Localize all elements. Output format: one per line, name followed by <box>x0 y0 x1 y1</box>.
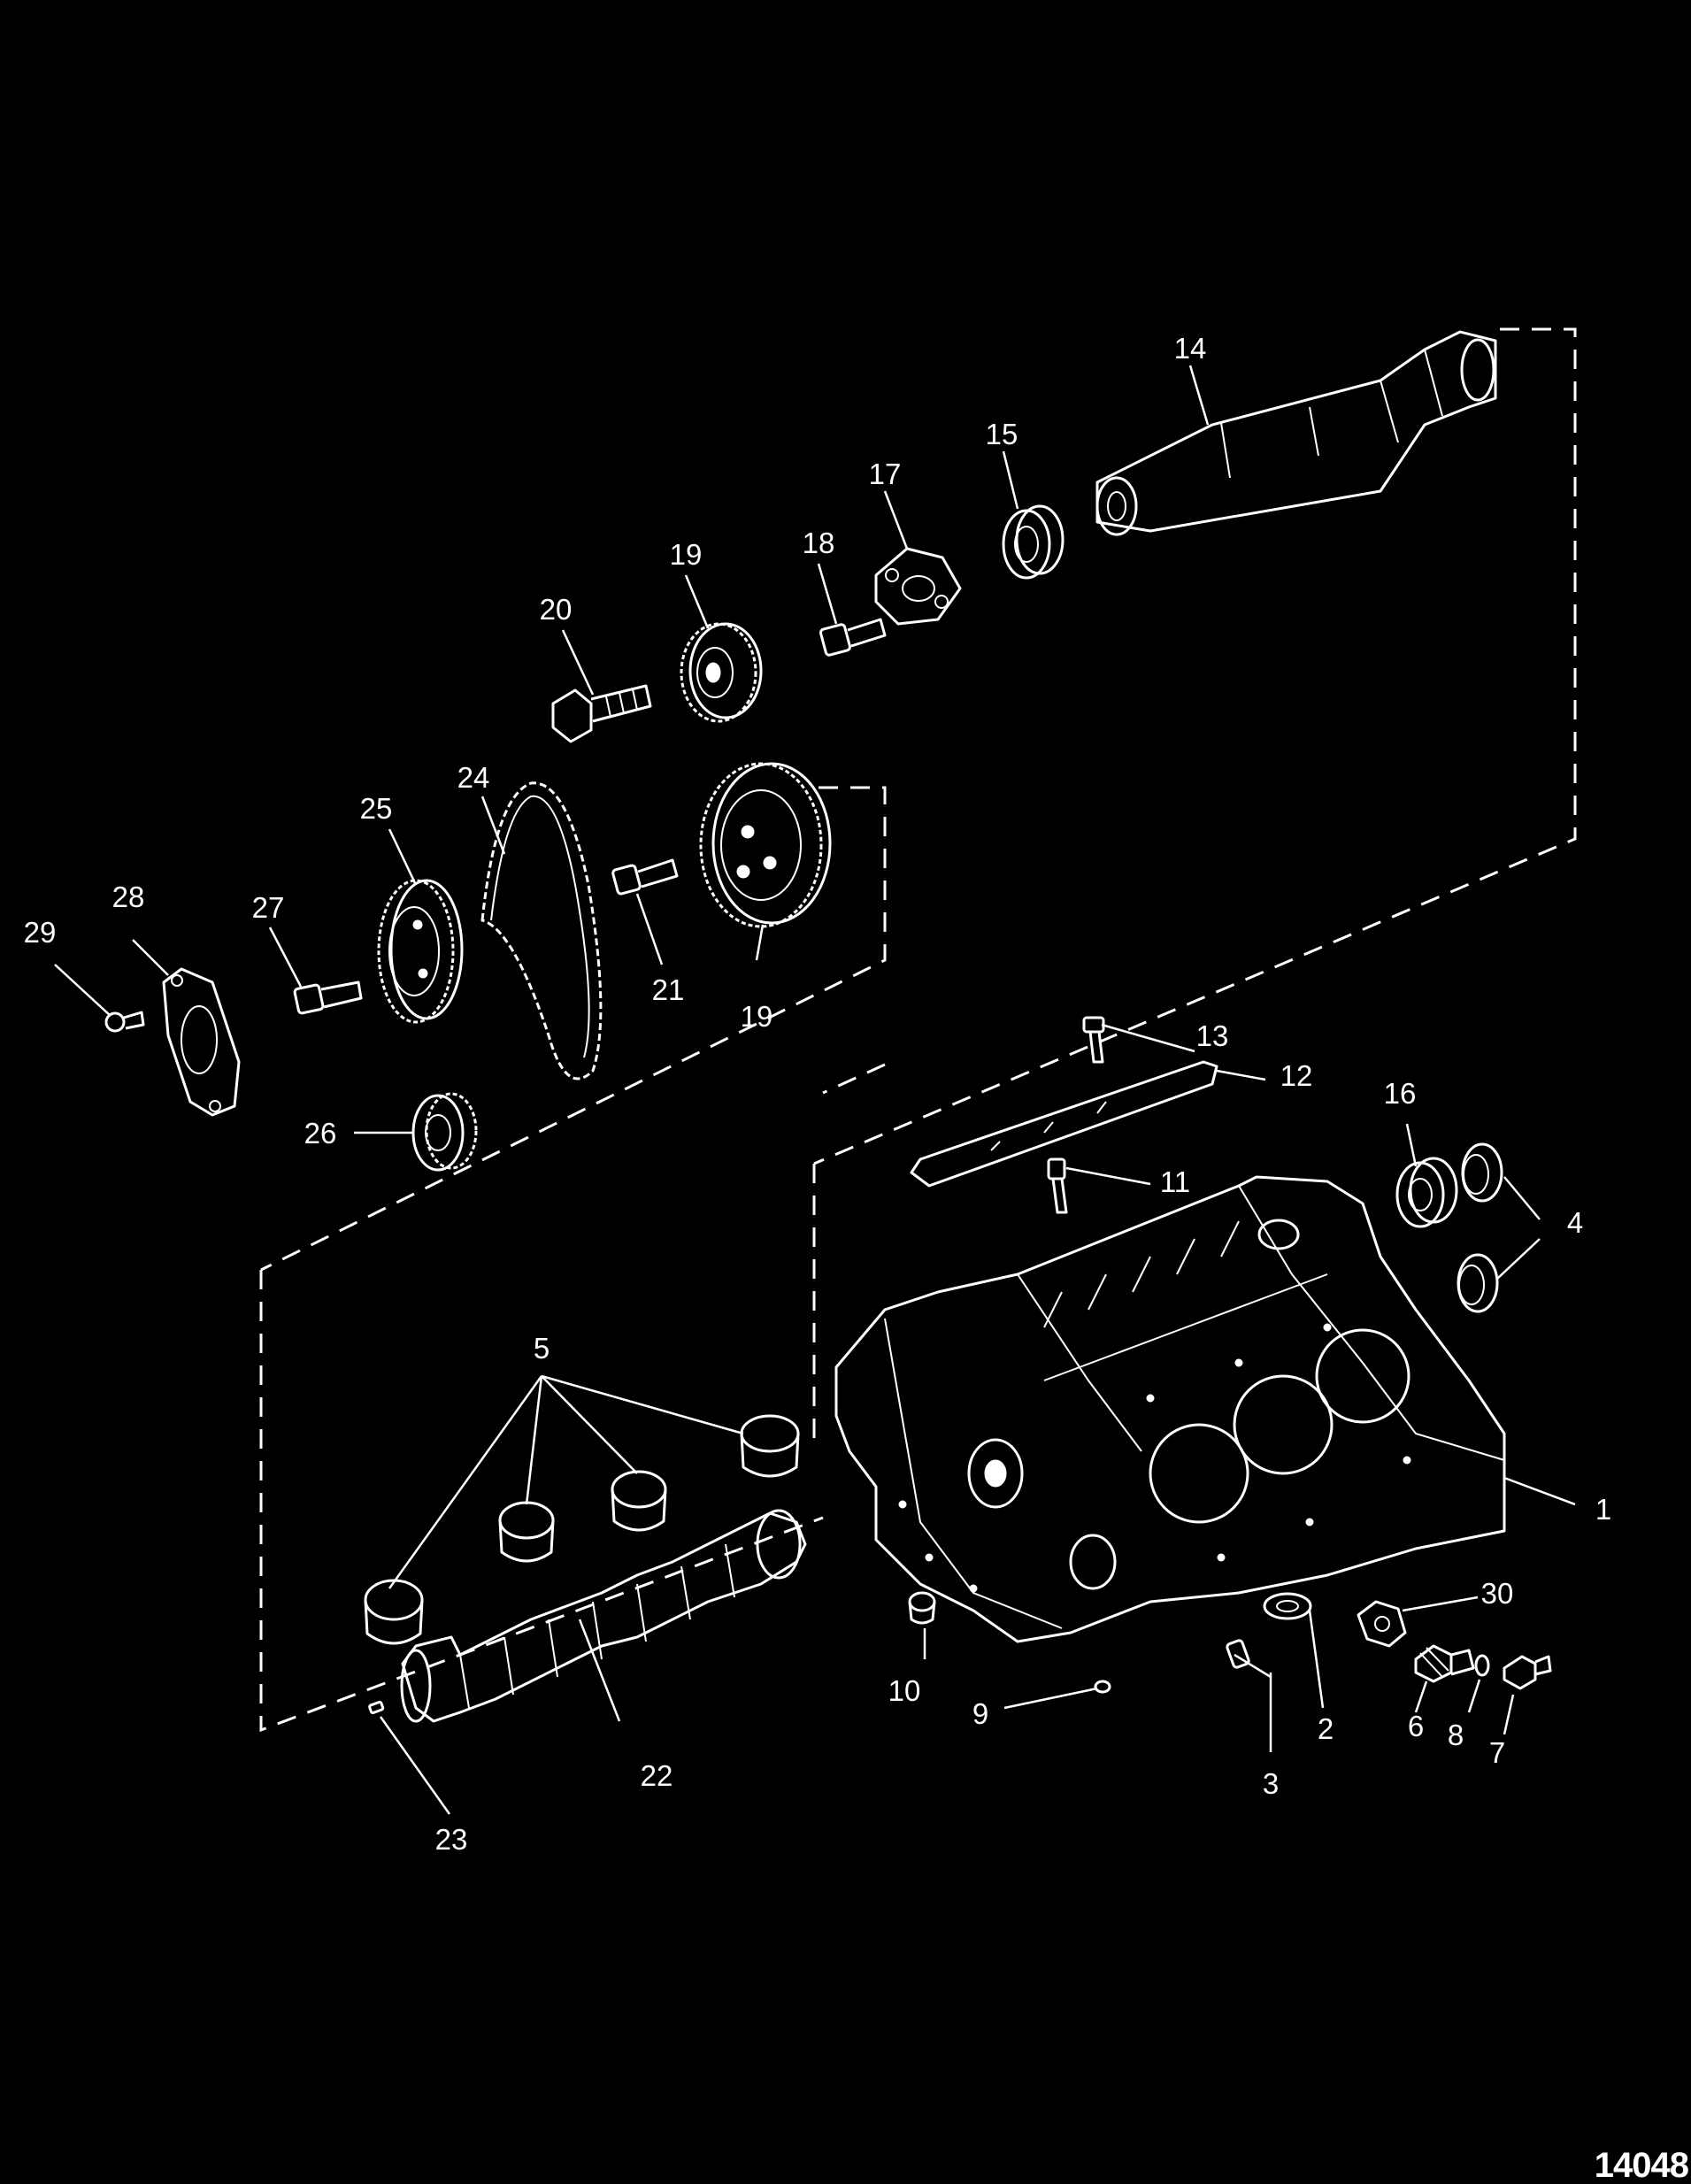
rear-seal <box>1395 1157 1458 1228</box>
callout-6: 6 <box>1408 1710 1424 1742</box>
callout-24: 24 <box>457 761 490 794</box>
callout-20: 20 <box>540 593 573 626</box>
drain-valve <box>1503 1655 1552 1690</box>
callout-18: 18 <box>803 527 835 559</box>
callout-1: 1 <box>1595 1493 1611 1526</box>
bearing-retainer <box>874 547 962 626</box>
timing-chain <box>480 781 603 1080</box>
figure-id: 14048 <box>1595 2146 1689 2184</box>
retainer-bolt <box>819 618 887 657</box>
callout-17: 17 <box>869 458 902 490</box>
balance-shaft-bearing <box>1002 504 1065 580</box>
callout-15: 15 <box>986 418 1018 450</box>
callout-14: 14 <box>1174 332 1207 365</box>
dowel-pin <box>1094 1680 1111 1694</box>
callout-30: 30 <box>1481 1577 1514 1610</box>
callout-11: 11 <box>1160 1165 1190 1198</box>
callout-26: 26 <box>304 1117 337 1150</box>
callout-7: 7 <box>1489 1736 1505 1769</box>
callout-9: 9 <box>972 1697 988 1730</box>
callout-29: 29 <box>24 916 57 949</box>
gasket-washer <box>1263 1592 1312 1620</box>
lifter-guide-retainer <box>910 1060 1218 1188</box>
callout-12: 12 <box>1280 1059 1313 1092</box>
assembly-guide-lines <box>259 327 1577 1733</box>
camshaft-sprocket <box>377 879 464 1024</box>
oil-gallery-plug <box>908 1591 936 1625</box>
balance-shaft-driven-gear <box>699 762 832 928</box>
balance-shaft-drive-gear <box>680 622 763 723</box>
callout-19-lower: 19 <box>741 1000 773 1033</box>
balance-shaft <box>1095 330 1497 536</box>
callout-4: 4 <box>1567 1206 1583 1239</box>
block-dowel <box>1226 1639 1250 1669</box>
callout-25: 25 <box>360 792 393 825</box>
callout-28: 28 <box>112 881 145 913</box>
camshaft-key <box>368 1700 385 1715</box>
callout-27: 27 <box>252 891 285 924</box>
cylinder-block <box>834 1175 1506 1643</box>
camshaft-thrust-plate <box>162 967 241 1117</box>
expansion-plug-lower <box>1457 1253 1499 1313</box>
expansion-plug-upper <box>1461 1142 1503 1203</box>
callout-13: 13 <box>1196 1019 1229 1052</box>
callout-16: 16 <box>1384 1077 1417 1110</box>
callout-22: 22 <box>641 1759 673 1792</box>
retainer-stud <box>1047 1157 1068 1214</box>
callout-21: 21 <box>652 973 685 1006</box>
callout-5: 5 <box>534 1332 550 1365</box>
drain-plug <box>1414 1644 1475 1683</box>
callout-10: 10 <box>888 1674 921 1707</box>
thrust-plate-screw <box>104 1011 145 1033</box>
driven-gear-bolt <box>611 858 679 896</box>
callout-23: 23 <box>435 1823 468 1856</box>
camshaft <box>400 1509 807 1723</box>
o-ring <box>1474 1654 1490 1677</box>
callout-labels: 1 2 3 4 5 6 7 8 9 10 11 12 13 14 15 16 1… <box>24 332 1612 1856</box>
leader-lines <box>54 365 1576 1815</box>
callout-19-upper: 19 <box>670 538 703 571</box>
callout-8: 8 <box>1448 1719 1464 1751</box>
drain-fitting <box>1357 1600 1407 1648</box>
callout-3: 3 <box>1263 1767 1279 1800</box>
sprocket-bolt <box>293 980 363 1015</box>
callout-2: 2 <box>1318 1712 1334 1745</box>
gear-bolt <box>551 684 652 743</box>
